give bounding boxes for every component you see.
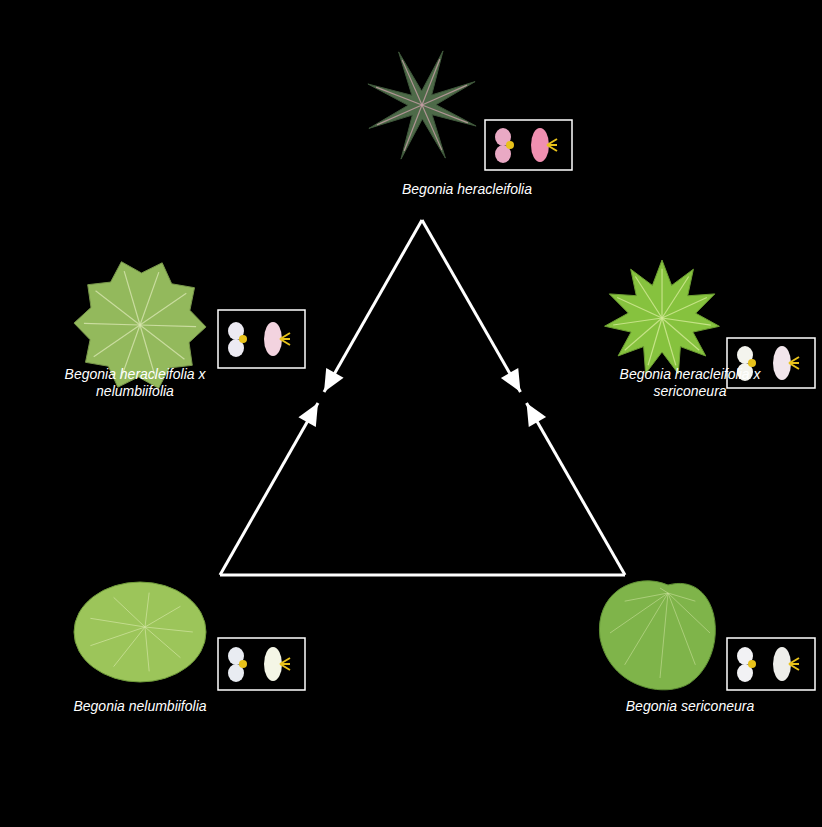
- leaf-vein: [613, 318, 662, 325]
- stamens: [280, 658, 290, 670]
- leaf-vein: [124, 271, 140, 325]
- leaf-vein: [625, 593, 668, 601]
- stamens: [239, 660, 247, 668]
- species-label: Begonia heracleifolia: [377, 181, 557, 198]
- leaf-vein: [422, 85, 467, 105]
- leaf-vein: [377, 105, 422, 125]
- species-label: Begonia heracleifolia x sericoneura: [600, 366, 780, 400]
- leaf-vein: [90, 627, 145, 646]
- leaf-vein: [114, 627, 145, 667]
- leaf-vein: [140, 325, 184, 359]
- species-panel: Begonia heracleifolia x nelumbiifolia: [40, 272, 312, 400]
- leaf-photo: [74, 582, 206, 682]
- leaf-photo: [368, 51, 476, 159]
- arrowhead: [501, 368, 521, 392]
- leaf-vein: [661, 269, 662, 318]
- species-panel: Begonia heracleifolia: [365, 40, 575, 198]
- leaf-vein: [662, 298, 707, 318]
- species-panel: Begonia nelumbiifolia: [45, 582, 313, 715]
- leaf-vein: [140, 293, 186, 325]
- leaf-photo: [599, 581, 715, 690]
- stamens: [239, 335, 247, 343]
- leaf-vein: [660, 593, 668, 678]
- stamens: [547, 139, 557, 151]
- leaf-vein: [422, 105, 442, 150]
- leaf-vein: [96, 291, 140, 325]
- leaf-vein: [662, 318, 676, 365]
- species-label: Begonia heracleifolia x nelumbiifolia: [45, 366, 225, 400]
- petal: [264, 647, 282, 681]
- leaf-vein: [635, 277, 662, 318]
- arrowhead: [298, 403, 318, 427]
- leaf-vein: [662, 318, 699, 350]
- leaf-vein: [84, 323, 140, 325]
- cross-arrow: [324, 220, 422, 392]
- leaf-vein: [660, 588, 668, 593]
- petal: [531, 128, 549, 162]
- stamens: [280, 333, 290, 345]
- species-label: Begonia sericoneura: [600, 698, 780, 715]
- leaf-vein: [145, 606, 180, 627]
- cross-arrow: [220, 403, 318, 575]
- leaf-vein: [610, 593, 668, 633]
- leaf-blade: [605, 260, 720, 374]
- flower-inset: [218, 310, 305, 368]
- leaf-vein: [625, 593, 668, 665]
- inset-frame: [218, 310, 305, 368]
- stamens: [789, 357, 799, 369]
- arrowhead: [527, 403, 547, 427]
- leaf-vein: [402, 60, 422, 105]
- stamens: [748, 660, 756, 668]
- connector-line: [324, 220, 422, 392]
- leaf-vein: [145, 627, 180, 658]
- leaf-vein: [145, 593, 149, 627]
- inset-frame: [727, 638, 815, 690]
- connector-line: [527, 403, 626, 575]
- stamens: [506, 141, 514, 149]
- species-panel: Begonia sericoneura: [560, 582, 818, 715]
- leaf-photo: [605, 260, 720, 374]
- connector-line: [422, 220, 521, 392]
- leaf-vein: [668, 593, 710, 633]
- flower-inset: [485, 120, 572, 170]
- stamens: [789, 658, 799, 670]
- stamens: [748, 359, 756, 367]
- species-label: Begonia nelumbiifolia: [50, 698, 230, 715]
- flower-inset: [218, 638, 305, 690]
- leaf-blade: [74, 582, 206, 682]
- leaf-blade: [599, 581, 715, 690]
- cross-arrow: [422, 220, 521, 392]
- leaf-vein: [140, 272, 159, 325]
- leaf-blade: [368, 51, 476, 159]
- leaf-vein: [94, 325, 140, 357]
- inset-frame: [218, 638, 305, 690]
- petal: [773, 647, 791, 681]
- leaf-vein: [140, 325, 196, 327]
- connector-line: [220, 403, 318, 575]
- inset-frame: [485, 120, 572, 170]
- leaf-vein: [145, 627, 149, 671]
- flower-inset: [727, 638, 815, 690]
- leaf-vein: [114, 597, 145, 627]
- arrowhead: [324, 368, 344, 392]
- cross-arrow: [220, 575, 625, 576]
- leaf-vein: [668, 593, 695, 665]
- cross-arrow: [527, 403, 626, 575]
- petal: [264, 322, 282, 356]
- leaf-vein: [145, 627, 193, 632]
- leaf-vein: [648, 318, 662, 365]
- species-panel: Begonia heracleifolia x sericoneura: [560, 272, 818, 400]
- connector-line: [220, 574, 625, 577]
- petal: [773, 346, 791, 380]
- leaf-vein: [668, 593, 695, 601]
